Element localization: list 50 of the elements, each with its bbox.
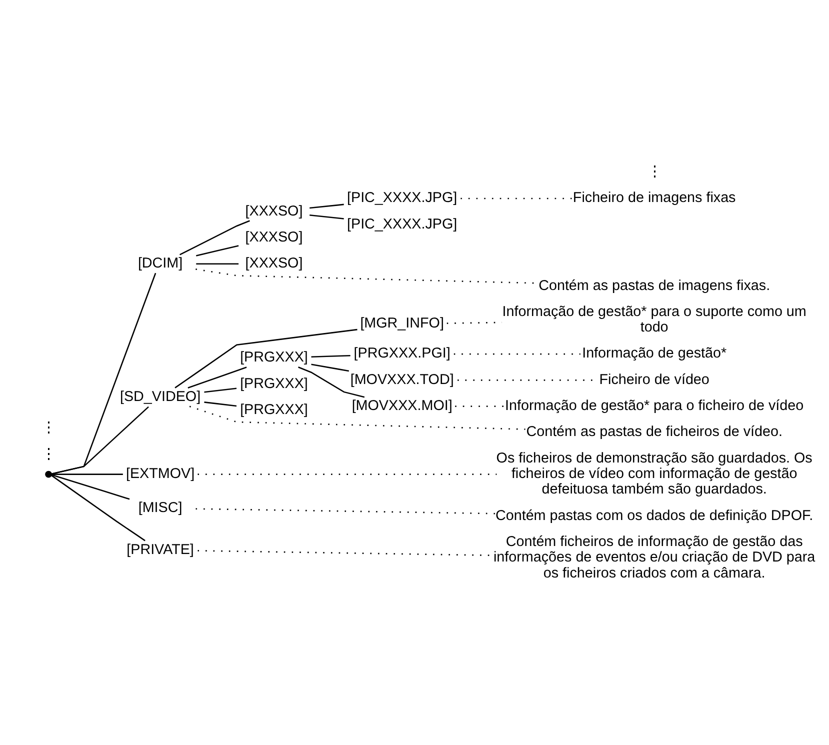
connector bbox=[180, 220, 250, 255]
connector bbox=[52, 272, 156, 474]
connector bbox=[174, 328, 358, 388]
node-text: Informação de gestão* para o ficheiro de vídeo bbox=[505, 397, 804, 414]
node-point bbox=[45, 470, 52, 478]
node-text: [SD_VIDEO] bbox=[120, 388, 201, 404]
label: ⋮ bbox=[42, 446, 56, 462]
connector bbox=[189, 405, 526, 430]
node-text: Informação de gestão* bbox=[582, 345, 727, 362]
node-text: Ficheiro de imagens fixas bbox=[572, 190, 736, 206]
connector bbox=[196, 508, 496, 514]
node-text: [DCIM] bbox=[138, 255, 183, 272]
node-text: [PRGXXX] bbox=[240, 349, 308, 366]
node-text: Contém as pastas de ficheiros de vídeo. bbox=[526, 424, 782, 440]
connector bbox=[311, 363, 350, 372]
connector bbox=[310, 203, 344, 208]
node-text: [PIC_XXXX.JPG] bbox=[347, 216, 458, 232]
label: ⋮ bbox=[42, 420, 56, 436]
node-text: Contém ficheiros de informação de gestão das informações de eventos e/ou criação de DVD para os ficheiros criados com a câmara. bbox=[493, 533, 816, 581]
node-text: [XXXSO] bbox=[245, 255, 303, 272]
node-text: [PRGXXX] bbox=[240, 401, 308, 418]
connector bbox=[310, 214, 344, 219]
node-text: [PRGXXX.PGI] bbox=[354, 345, 450, 362]
node-text: [XXXSO] bbox=[245, 228, 303, 245]
connector bbox=[51, 473, 123, 474]
connector bbox=[204, 387, 237, 392]
connector bbox=[196, 262, 239, 264]
node-text: [MGR_INFO] bbox=[360, 315, 444, 332]
node-text: Contém as pastas de imagens fixas. bbox=[538, 277, 770, 294]
node-text: [MOVXXX.TOD] bbox=[350, 371, 454, 388]
node-text: Os ficheiros de demonstração são guardados. Os ficheiros de vídeo com informação de gestão defeituosa também são guardados. bbox=[496, 450, 812, 498]
connector bbox=[196, 244, 239, 256]
connector bbox=[51, 474, 146, 541]
connector bbox=[52, 406, 149, 474]
connector bbox=[311, 354, 350, 357]
node-text: [XXXSO] bbox=[245, 202, 303, 219]
connector bbox=[298, 366, 365, 398]
node-text: [EXTMOV] bbox=[126, 465, 195, 482]
connector bbox=[51, 474, 130, 500]
node-text: [PRGXXX] bbox=[240, 375, 308, 392]
connector bbox=[204, 401, 237, 406]
node-text: [PRIVATE] bbox=[126, 541, 194, 558]
node-text: [MOVXXX.MOI] bbox=[352, 397, 452, 414]
node-text: Contém pastas com os dados de definição DPOF. bbox=[495, 507, 814, 524]
connector bbox=[188, 366, 247, 388]
node-text: Informação de gestão* para o suporte como um todo bbox=[502, 303, 806, 336]
node-text: [PIC_XXXX.JPG] bbox=[347, 190, 458, 206]
node-text: Ficheiro de vídeo bbox=[599, 371, 710, 388]
node-text: [MISC] bbox=[138, 499, 182, 516]
label: ⋮ bbox=[647, 164, 662, 180]
